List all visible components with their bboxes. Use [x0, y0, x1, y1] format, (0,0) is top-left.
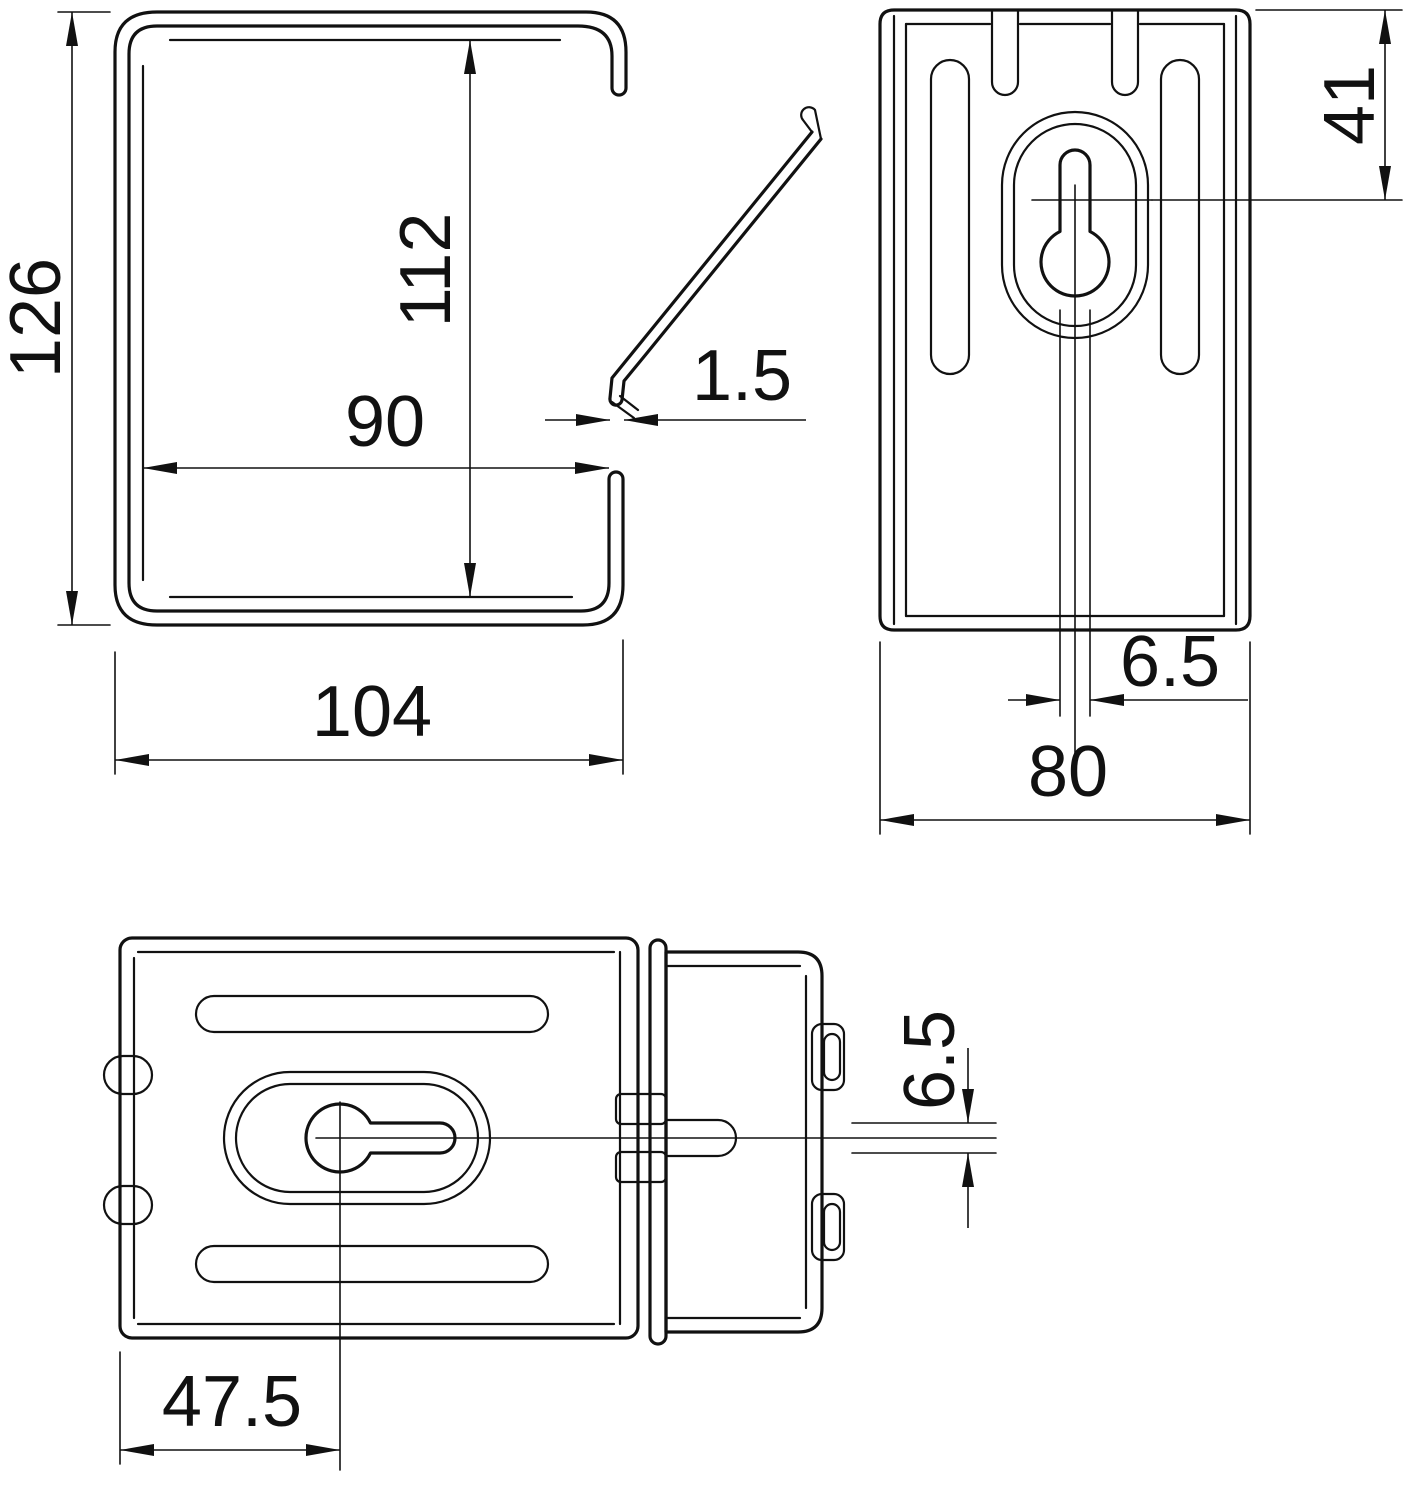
side-slot-right: [1159, 58, 1201, 376]
dim-slot-width-front-label: 6.5: [1120, 622, 1220, 702]
spring-latch-top-hook: [800, 106, 823, 141]
keyhole-cutout-top: [304, 1102, 457, 1174]
latch-barb-line-2: [618, 394, 640, 412]
dim-slot-width-top-label: 6.5: [890, 1010, 970, 1110]
clip-tab-upper-inner: [822, 1032, 842, 1082]
clamp-profile-outline: [113, 10, 628, 627]
edge-tab-lower: [102, 1184, 154, 1226]
dim-inner-width-label: 90: [345, 382, 425, 462]
latch-finger-lower: [614, 1150, 668, 1184]
top-view: [102, 936, 997, 1471]
slot-lower: [194, 1244, 550, 1284]
clip-tab-lower: [810, 1192, 846, 1262]
side-slot-left: [929, 58, 971, 376]
clip-tab-upper: [810, 1022, 846, 1092]
dim-plate-width-label: 80: [1028, 732, 1108, 812]
clip-tab-lower-inner: [822, 1202, 842, 1252]
dim-thickness-label: 1.5: [692, 336, 792, 416]
edge-tab-upper: [102, 1054, 154, 1096]
front-view: [878, 8, 1252, 759]
dim-keyhole-offset-label: 41: [1310, 65, 1390, 145]
keyhole-cutout: [1039, 148, 1111, 298]
side-view: [113, 10, 823, 627]
plate-outline: [878, 8, 1252, 632]
dim-overall-width-label: 104: [312, 672, 432, 752]
top-notch-left: [990, 8, 1020, 97]
dim-overall-height-label: 126: [0, 258, 76, 378]
dimensions: 126 112 90 1.5 104 41 6.5 80: [0, 9, 1403, 1465]
clip-body-outline: [664, 950, 824, 1334]
latch-finger-upper: [614, 1092, 668, 1126]
clip-side-wall: [648, 938, 668, 1346]
top-notch-right: [1110, 8, 1140, 97]
dim-inner-height-label: 112: [386, 213, 466, 328]
slot-upper: [194, 994, 550, 1034]
dim-keyhole-from-edge-label: 47.5: [162, 1362, 302, 1442]
